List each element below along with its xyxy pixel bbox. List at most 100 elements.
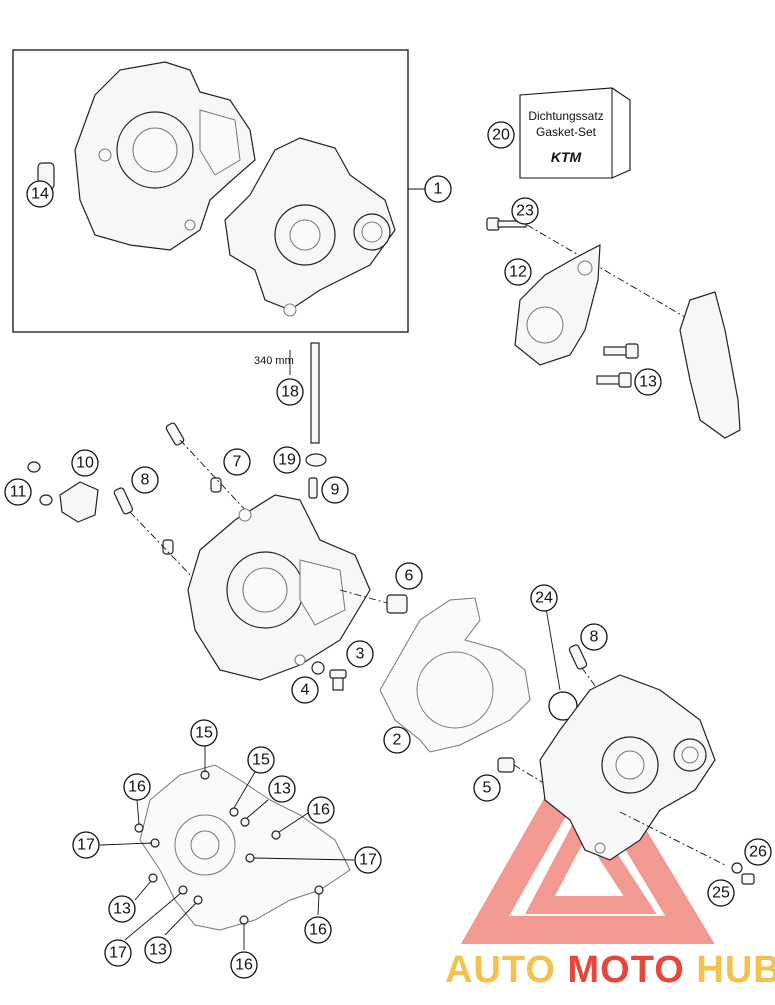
callout-20: 20 [487, 121, 515, 149]
svg-text:19: 19 [278, 452, 296, 469]
cover-10 [59, 481, 99, 523]
gasket-set-box: Dichtungssatz Gasket-Set KTM [519, 87, 631, 179]
svg-text:11: 11 [10, 484, 27, 501]
callout-11: 11 [4, 478, 32, 506]
callout-26: 26 [744, 838, 772, 866]
crankcase-outer-view [134, 764, 351, 931]
svg-text:3: 3 [356, 646, 365, 663]
watermark-auto: AUTO [445, 949, 556, 991]
ktm-logo: KTM [551, 149, 582, 165]
callout-3: 3 [346, 640, 374, 668]
svg-text:6: 6 [405, 568, 414, 585]
callout-18: 18 [276, 378, 304, 406]
crankcase-right-half [224, 137, 396, 317]
callout-19: 19 [273, 446, 301, 474]
callout-6: 6 [395, 562, 423, 590]
dowel-8-right [568, 644, 588, 670]
side-cover [679, 291, 741, 439]
callout-9: 9 [321, 476, 349, 504]
crankcase-center [187, 494, 371, 681]
crankcase-left-half [74, 61, 256, 251]
svg-text:15: 15 [252, 752, 270, 769]
screws-11 [27, 461, 53, 506]
watermark-moto: MOTO [568, 949, 685, 991]
svg-text:13: 13 [273, 781, 291, 798]
svg-text:8: 8 [141, 472, 150, 489]
callout-16-bottom: 16 [230, 951, 258, 979]
svg-text:10: 10 [76, 455, 94, 472]
svg-text:16: 16 [128, 779, 146, 796]
callout-15-left: 15 [190, 719, 218, 747]
bolts-13-right [596, 343, 639, 388]
circlip-24 [548, 691, 578, 721]
callout-23: 23 [511, 197, 539, 225]
svg-text:24: 24 [535, 590, 553, 607]
nut-25 [741, 873, 755, 885]
svg-text:4: 4 [301, 682, 310, 699]
svg-text:18: 18 [281, 384, 299, 401]
svg-text:17: 17 [359, 852, 377, 869]
svg-text:20: 20 [492, 127, 510, 144]
dimension-label: 340 mm [254, 355, 294, 367]
svg-text:13: 13 [149, 942, 167, 959]
housing-12 [514, 243, 601, 366]
svg-text:9: 9 [331, 482, 340, 499]
svg-text:7: 7 [233, 454, 242, 471]
callout-25: 25 [707, 879, 735, 907]
callout-17-left: 17 [72, 831, 100, 859]
svg-text:26: 26 [749, 844, 767, 861]
callout-13-right: 13 [634, 368, 662, 396]
clamp-19 [305, 453, 327, 467]
watermark-hub: HUB [696, 949, 775, 991]
callout-2: 2 [383, 726, 411, 754]
svg-text:23: 23 [516, 203, 534, 220]
svg-text:13: 13 [639, 374, 657, 391]
callout-17-right: 17 [354, 846, 382, 874]
callout-15-right: 15 [247, 746, 275, 774]
crankcase-set-box [12, 49, 409, 333]
svg-text:16: 16 [312, 802, 330, 819]
callout-10: 10 [71, 449, 99, 477]
svg-text:16: 16 [309, 922, 327, 939]
gasket-box-line2: Gasket-Set [536, 125, 597, 139]
gasket-box-line1: Dichtungssatz [528, 109, 603, 123]
svg-text:15: 15 [195, 725, 213, 742]
svg-text:2: 2 [393, 732, 402, 749]
svg-text:1: 1 [434, 181, 443, 198]
plug-3 [329, 669, 347, 691]
svg-text:12: 12 [509, 264, 527, 281]
svg-text:5: 5 [483, 780, 492, 797]
svg-text:14: 14 [31, 186, 49, 203]
callout-5: 5 [473, 774, 501, 802]
svg-text:13: 13 [113, 901, 131, 918]
bearing-6 [386, 594, 408, 614]
callout-16-topright: 16 [307, 796, 335, 824]
svg-text:16: 16 [235, 957, 253, 974]
svg-text:17: 17 [77, 837, 95, 854]
watermark-brand: AUTO MOTO HUB [445, 949, 775, 991]
callout-1: 1 [424, 175, 452, 203]
svg-text:17: 17 [109, 945, 127, 962]
svg-text:8: 8 [590, 629, 599, 646]
svg-text:AUTO MOTO HUB: AUTO MOTO HUB [445, 949, 775, 991]
callout-8-right: 8 [580, 623, 608, 651]
crankcase-right-lower [539, 674, 716, 861]
washer-26 [731, 862, 743, 874]
callout-14: 14 [26, 180, 54, 208]
callout-17-bottom: 17 [104, 939, 132, 967]
callout-7: 7 [223, 448, 251, 476]
callout-13-upper: 13 [268, 775, 296, 803]
dowels-7 [165, 422, 222, 493]
rod-18 [310, 342, 320, 444]
dowel-5 [497, 757, 515, 773]
callout-16-bottomright: 16 [304, 916, 332, 944]
callout-8-left: 8 [131, 466, 159, 494]
callout-24: 24 [530, 584, 558, 612]
callout-12: 12 [504, 258, 532, 286]
svg-text:25: 25 [712, 885, 730, 902]
callout-13-bottom: 13 [144, 936, 172, 964]
washer-4 [311, 661, 325, 675]
callout-16-topleft: 16 [123, 773, 151, 801]
callout-13-left: 13 [108, 895, 136, 923]
